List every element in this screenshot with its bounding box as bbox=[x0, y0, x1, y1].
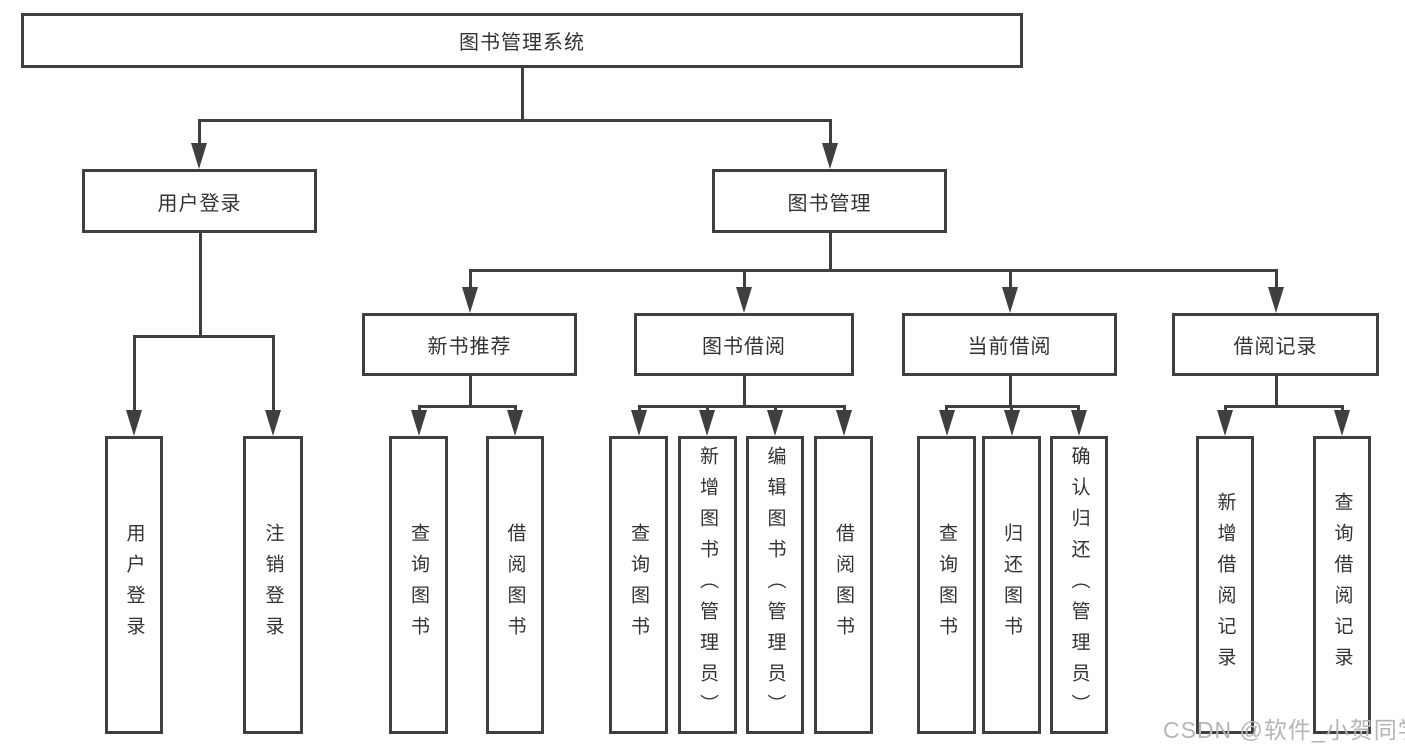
arrow-down-icon bbox=[462, 287, 478, 313]
node-root-label: 图书管理系统 bbox=[459, 32, 585, 54]
leaf-records-query-borrow-record-label: 查询借阅记录 bbox=[1331, 492, 1353, 678]
node-root: 图书管理系统 bbox=[21, 13, 1023, 68]
connector-records-stem bbox=[1274, 376, 1278, 407]
connector-borrowing-drop bbox=[773, 404, 777, 413]
connector-borrowing-drop bbox=[637, 404, 641, 413]
leaf-records-add-borrow-record: 新增借阅记录 bbox=[1196, 436, 1254, 734]
connector-root-right-drop bbox=[828, 118, 832, 145]
arrow-down-icon bbox=[938, 410, 955, 436]
connector-borrowing-stem bbox=[742, 376, 746, 407]
connector-root-stem bbox=[520, 68, 524, 120]
arrow-down-icon bbox=[411, 410, 427, 436]
connector-borrowing-splitter bbox=[637, 404, 846, 408]
connector-bookmgmt-drop bbox=[1274, 268, 1278, 289]
node-current-borrowing-label: 当前借阅 bbox=[967, 336, 1052, 358]
arrow-down-icon bbox=[1268, 287, 1284, 313]
arrow-down-icon bbox=[822, 143, 838, 169]
arrow-down-icon bbox=[1334, 410, 1350, 436]
connector-records-drop bbox=[1340, 404, 1344, 413]
leaf-newbook-query-books: 查询图书 bbox=[389, 436, 448, 734]
connector-root-splitter bbox=[197, 118, 832, 122]
leaf-borrowing-edit-books-admin: 编辑图书（管理员） bbox=[746, 436, 804, 734]
leaf-borrowing-add-books-admin: 新增图书（管理员） bbox=[678, 436, 737, 734]
node-book-management-label: 图书管理 bbox=[787, 192, 872, 215]
node-book-borrowing-label: 图书借阅 bbox=[702, 336, 786, 358]
connector-bookmgmt-drop bbox=[1008, 268, 1012, 289]
arrow-down-icon bbox=[1070, 410, 1087, 436]
connector-root-left-drop bbox=[197, 118, 201, 145]
connector-newbook-stem bbox=[468, 376, 472, 407]
node-user-login-label: 用户登录 bbox=[157, 192, 242, 215]
connector-bookmgmt-drop bbox=[742, 268, 746, 289]
leaf-records-add-borrow-record-label: 新增借阅记录 bbox=[1214, 492, 1236, 678]
connector-records-drop bbox=[1223, 404, 1227, 413]
connector-current-drop bbox=[1010, 404, 1013, 413]
leaf-borrowing-query-books: 查询图书 bbox=[609, 436, 668, 734]
leaf-current-return-books: 归还图书 bbox=[982, 436, 1041, 734]
connector-userlogin-splitter bbox=[132, 334, 275, 338]
arrow-down-icon bbox=[265, 410, 281, 436]
leaf-current-confirm-return-admin-label: 确认归还（管理员） bbox=[1068, 445, 1090, 725]
node-current-borrowing: 当前借阅 bbox=[902, 313, 1117, 376]
node-borrowing-records-label: 借阅记录 bbox=[1233, 336, 1318, 358]
node-book-management: 图书管理 bbox=[712, 169, 947, 233]
connector-borrowing-drop bbox=[706, 404, 709, 413]
leaf-newbook-borrow-books: 借阅图书 bbox=[486, 436, 544, 734]
leaf-newbook-query-books-label: 查询图书 bbox=[408, 523, 429, 647]
connector-newbook-drop bbox=[417, 404, 421, 413]
leaf-current-return-books-label: 归还图书 bbox=[1001, 523, 1022, 647]
arrow-down-icon bbox=[836, 410, 852, 436]
connector-bookmgmt-stem bbox=[828, 233, 832, 271]
connector-records-splitter bbox=[1223, 404, 1344, 408]
arrow-down-icon bbox=[1003, 410, 1020, 436]
leaf-user-login-label: 用户登录 bbox=[123, 523, 145, 647]
connector-userlogin-drop bbox=[271, 334, 275, 412]
leaf-borrowing-edit-books-admin-label: 编辑图书（管理员） bbox=[764, 445, 786, 725]
arrow-down-icon bbox=[507, 410, 523, 436]
node-new-book-recommend: 新书推荐 bbox=[362, 313, 577, 376]
leaf-records-query-borrow-record: 查询借阅记录 bbox=[1313, 436, 1371, 734]
csdn-watermark: CSDN @软件_小贺同学 bbox=[1163, 717, 1405, 743]
leaf-borrowing-query-books-label: 查询图书 bbox=[628, 523, 649, 647]
leaf-current-query-books-label: 查询图书 bbox=[936, 523, 957, 647]
leaf-borrowing-borrow-books-label: 借阅图书 bbox=[833, 523, 854, 647]
leaf-borrowing-add-books-admin-label: 新增图书（管理员） bbox=[697, 445, 718, 725]
arrow-down-icon bbox=[191, 143, 207, 169]
leaf-newbook-borrow-books-label: 借阅图书 bbox=[504, 523, 526, 647]
arrow-down-icon bbox=[1002, 287, 1018, 313]
connector-userlogin-drop bbox=[132, 334, 136, 412]
connector-newbook-drop bbox=[513, 404, 517, 413]
node-borrowing-records: 借阅记录 bbox=[1172, 313, 1379, 376]
arrow-down-icon bbox=[736, 287, 752, 313]
connector-userlogin-stem bbox=[198, 233, 202, 337]
arrow-down-icon bbox=[1217, 410, 1233, 436]
leaf-logout-label: 注销登录 bbox=[262, 523, 284, 647]
leaf-logout: 注销登录 bbox=[243, 436, 303, 734]
connector-borrowing-drop bbox=[842, 404, 846, 413]
connector-current-drop bbox=[945, 404, 948, 413]
connector-bookmgmt-drop bbox=[468, 268, 472, 289]
arrow-down-icon bbox=[126, 410, 142, 436]
connector-current-stem bbox=[1008, 376, 1012, 407]
leaf-current-confirm-return-admin: 确认归还（管理员） bbox=[1050, 436, 1108, 734]
arrow-down-icon bbox=[631, 410, 647, 436]
node-book-borrowing: 图书借阅 bbox=[634, 313, 854, 376]
node-user-login: 用户登录 bbox=[82, 169, 317, 233]
connector-newbook-splitter bbox=[417, 404, 517, 408]
leaf-current-query-books: 查询图书 bbox=[917, 436, 976, 734]
leaf-user-login: 用户登录 bbox=[105, 436, 163, 734]
leaf-borrowing-borrow-books: 借阅图书 bbox=[814, 436, 873, 734]
node-new-book-recommend-label: 新书推荐 bbox=[427, 336, 512, 358]
arrow-down-icon bbox=[699, 410, 715, 436]
connector-current-drop bbox=[1077, 404, 1080, 413]
connector-bookmgmt-splitter bbox=[468, 268, 1278, 272]
arrow-down-icon bbox=[767, 410, 783, 436]
